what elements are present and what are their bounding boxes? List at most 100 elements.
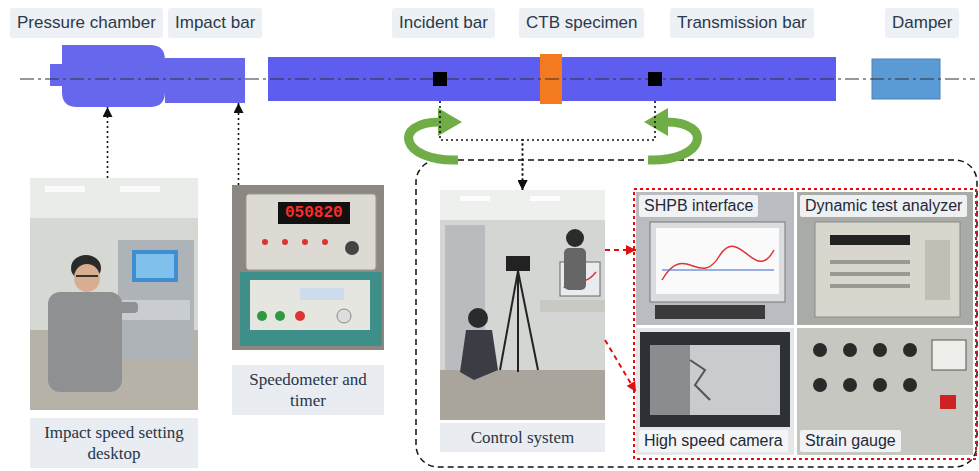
analyzer-photo — [797, 192, 973, 325]
analyzer-photo — [830, 235, 910, 245]
dashed-connector — [605, 340, 636, 392]
analyzer-photo — [815, 222, 960, 317]
desktop-photo — [132, 250, 178, 282]
desktop-photo — [45, 186, 85, 192]
part-label: Impact bar — [175, 12, 255, 34]
camera-photo — [636, 328, 794, 455]
text-patch: Damper — [885, 8, 959, 38]
speedometer-photo — [302, 239, 308, 245]
specimen: CTB specimen — [540, 54, 562, 104]
text-patch: High speed camera — [639, 430, 788, 452]
desktop-photo — [30, 178, 198, 410]
text-patch: Pressure chamber — [10, 8, 163, 38]
photo-panel: Impact speed setting desktop — [30, 178, 198, 468]
dashed-connector — [605, 249, 636, 251]
control-photo — [540, 300, 605, 312]
speedometer-photo — [246, 194, 376, 270]
shpb-machine — [50, 45, 165, 107]
interface-photo — [636, 192, 794, 325]
wave-arrow — [438, 108, 462, 136]
text-patch: Control system — [440, 423, 605, 452]
camera-photo — [690, 360, 710, 400]
strain-gauge-marker — [433, 72, 447, 86]
text-patch: SHPB interface — [639, 195, 758, 217]
speedometer-photo — [345, 241, 359, 255]
strain-gauge-photo — [873, 378, 887, 392]
speedometer-photo — [275, 311, 285, 321]
text-patch: Dynamic test analyzer — [800, 195, 967, 217]
part-label: Damper — [892, 12, 952, 34]
control-region — [416, 160, 977, 467]
strain-gauge-marker — [433, 72, 662, 86]
text-patch: Transmission bar — [670, 8, 814, 38]
interface-photo — [636, 192, 794, 325]
strain-gauge-photo — [797, 328, 973, 455]
text-patch: Speedometer and timer — [232, 365, 384, 415]
analyzer-photo — [830, 284, 910, 288]
speedometer-photo — [232, 185, 384, 350]
panel-caption: SHPB interface — [644, 196, 753, 216]
control-photo — [468, 308, 488, 328]
incident-bar: Incident bar — [268, 57, 540, 101]
strain-gauge-photo — [940, 395, 956, 409]
speedometer-photo — [257, 311, 267, 321]
panel-caption: Speedometer and timer — [238, 369, 378, 411]
photo-panel: Control system — [440, 190, 605, 452]
text-patch: CTB specimen — [519, 8, 644, 38]
analyzer-photo — [830, 272, 910, 276]
strain-gauge-photo — [813, 343, 827, 357]
control-region — [416, 160, 977, 467]
strain-gauge-photo — [903, 343, 917, 357]
analyzer-photo — [830, 260, 910, 264]
speedometer-photo — [337, 309, 351, 323]
panel-caption: Control system — [446, 427, 599, 448]
photo-panel: SHPB interface — [636, 192, 794, 325]
speedometer-photo — [240, 272, 382, 346]
panel-caption: High speed camera — [644, 431, 783, 451]
photo-panel: High speed camera — [636, 328, 794, 455]
speedometer-photo — [232, 185, 384, 350]
part-label: Transmission bar — [677, 12, 807, 34]
desktop-photo — [74, 264, 100, 292]
strain-gauge-photo — [843, 378, 857, 392]
analyzer-photo — [925, 240, 950, 300]
impact-bar: Impact bar — [165, 58, 245, 103]
control-photo — [440, 190, 605, 220]
control-photo — [517, 271, 519, 372]
text-patch: Impact speed setting desktop — [30, 418, 198, 468]
interface-photo — [662, 246, 774, 280]
strain-gauge-photo — [843, 343, 857, 357]
control-photo — [440, 370, 605, 420]
strain-gauge-photo — [797, 328, 973, 455]
desktop-photo — [136, 254, 174, 278]
dashed-connector — [238, 103, 240, 185]
desktop-photo — [30, 178, 198, 410]
speedometer-photo — [278, 202, 350, 224]
dashed-connector — [107, 107, 109, 178]
desktop-photo — [108, 302, 138, 313]
part-label: Pressure chamber — [17, 12, 156, 34]
desktop-photo — [76, 275, 98, 277]
shpb-machine — [50, 45, 940, 107]
bar-axis — [20, 78, 975, 79]
control-photo — [500, 271, 518, 370]
camera-photo — [690, 345, 780, 415]
panel-caption: Dynamic test analyzer — [805, 196, 962, 216]
control-photo — [564, 248, 586, 290]
speedometer-photo — [282, 239, 288, 245]
interface-photo — [650, 222, 785, 302]
text-patch: Incident bar — [392, 8, 495, 38]
bar-axis — [20, 79, 975, 80]
photo-panel: Dynamic test analyzer — [797, 192, 973, 325]
panel-caption: Strain gauge — [805, 431, 896, 451]
desktop-photo — [118, 240, 194, 360]
strain-gauge-marker — [648, 72, 662, 86]
damper: Damper — [872, 59, 940, 99]
control-photo — [460, 196, 490, 201]
control-photo — [518, 271, 538, 370]
strain-gauge-photo — [813, 378, 827, 392]
part-label: Incident bar — [399, 12, 488, 34]
control-photo — [566, 229, 584, 247]
